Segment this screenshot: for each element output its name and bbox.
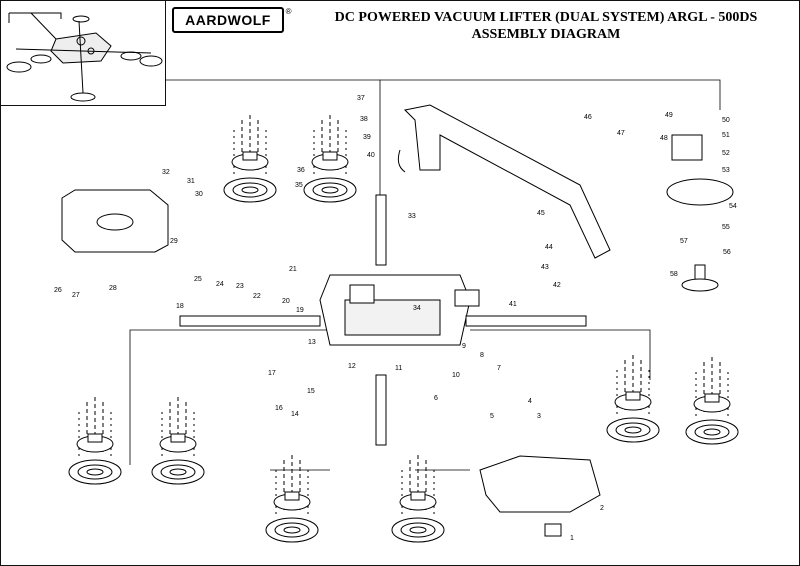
part-label-58: 58 (670, 271, 678, 278)
diagram-title: DC POWERED VACUUM LIFTER (DUAL SYSTEM) A… (296, 9, 796, 43)
base-plate (479, 455, 601, 513)
part-label-12: 12 (348, 363, 356, 370)
part-label-17: 17 (268, 370, 276, 377)
part-label-6: 6 (434, 395, 438, 402)
suction-assembly-right-1 (606, 354, 660, 443)
part-label-29: 29 (170, 238, 178, 245)
swivel-disc-assembly (666, 134, 734, 292)
part-labels: 1 2 3 4 5 6 7 8 9 10 11 12 13 14 15 16 1… (54, 95, 737, 542)
suction-assembly-top-center (303, 114, 357, 203)
part-label-9: 9 (462, 343, 466, 350)
part-label-30: 30 (195, 191, 203, 198)
part-label-27: 27 (72, 292, 80, 299)
part-label-26: 26 (54, 287, 62, 294)
part-label-2: 2 (600, 505, 604, 512)
suction-assembly-top-left (223, 114, 277, 203)
part-label-35: 35 (295, 182, 303, 189)
part-label-53: 53 (722, 167, 730, 174)
part-label-57: 57 (680, 238, 688, 245)
part-label-46: 46 (584, 114, 592, 121)
part-label-23: 23 (236, 283, 244, 290)
part-label-32: 32 (162, 169, 170, 176)
part-label-1: 1 (570, 535, 574, 542)
suction-assembly-bottom-2 (391, 454, 445, 543)
part-label-7: 7 (497, 365, 501, 372)
part-label-11: 11 (395, 365, 402, 372)
part-label-3: 3 (537, 413, 541, 420)
part-label-24: 24 (216, 281, 224, 288)
part-label-43: 43 (541, 264, 549, 271)
part-label-19: 19 (296, 307, 304, 314)
part-label-16: 16 (275, 405, 283, 412)
part-label-5: 5 (490, 413, 494, 420)
part-label-20: 20 (282, 298, 290, 305)
part-label-18: 18 (176, 303, 184, 310)
part-label-45: 45 (537, 210, 545, 217)
part-label-14: 14 (291, 411, 299, 418)
part-label-22: 22 (253, 293, 261, 300)
central-frame (179, 194, 587, 446)
assembled-lifter-thumbnail (6, 12, 163, 102)
part-label-54: 54 (729, 203, 737, 210)
suction-assembly-right-2 (685, 356, 739, 445)
part-label-33: 33 (408, 213, 416, 220)
title-line-1: DC POWERED VACUUM LIFTER (DUAL SYSTEM) A… (334, 10, 758, 25)
part-label-21: 21 (289, 266, 297, 273)
part-label-15: 15 (307, 388, 315, 395)
suction-assembly-left-2 (151, 396, 205, 485)
part-label-36: 36 (297, 167, 305, 174)
part-label-28: 28 (109, 285, 117, 292)
part-label-34: 34 (413, 305, 421, 312)
title-line-2: ASSEMBLY DIAGRAM (471, 27, 621, 42)
part-label-55: 55 (722, 224, 730, 231)
part-label-44: 44 (545, 244, 553, 251)
part-label-40: 40 (367, 152, 375, 159)
aardwolf-logo: AARDWOLF® (172, 7, 291, 33)
part-label-41: 41 (509, 301, 517, 308)
part-label-42: 42 (553, 282, 561, 289)
part-label-38: 38 (360, 116, 368, 123)
part-label-4: 4 (528, 398, 532, 405)
part-label-51: 51 (722, 132, 730, 139)
part-label-39: 39 (363, 134, 371, 141)
suction-assembly-bottom-1 (265, 454, 319, 543)
switch-box (544, 523, 562, 537)
assembled-preview-inset (1, 1, 166, 106)
part-label-56: 56 (723, 249, 731, 256)
part-label-47: 47 (617, 130, 625, 137)
part-label-52: 52 (722, 150, 730, 157)
part-label-13: 13 (308, 339, 316, 346)
part-label-25: 25 (194, 276, 202, 283)
part-label-8: 8 (480, 352, 484, 359)
part-label-37: 37 (357, 95, 365, 102)
cover-plate (61, 189, 169, 253)
suction-assembly-left-1 (68, 396, 122, 485)
part-label-50: 50 (722, 117, 730, 124)
part-label-48: 48 (660, 135, 668, 142)
lifting-bail (397, 104, 611, 259)
part-label-10: 10 (452, 372, 460, 379)
part-label-31: 31 (187, 178, 195, 185)
leader-lines (129, 79, 721, 471)
part-label-49: 49 (665, 112, 673, 119)
